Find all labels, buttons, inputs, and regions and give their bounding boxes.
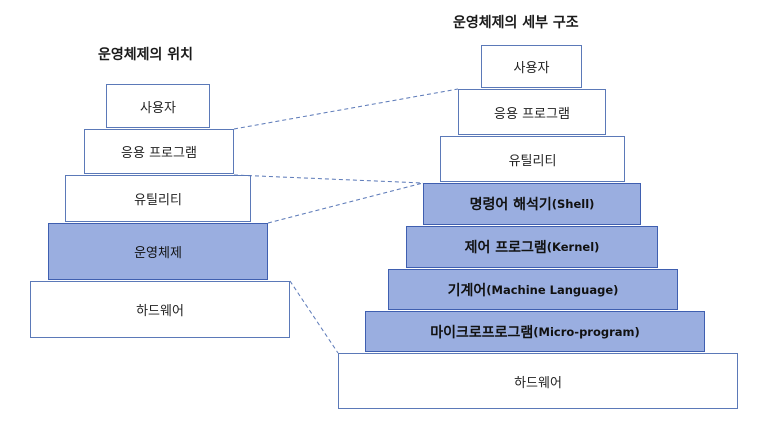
left-layer-os-label: 운영체제 <box>134 246 182 261</box>
right-layer-utility: 유틸리티 <box>440 136 625 182</box>
right-layer-machine: 기계어(Machine Language) <box>388 269 678 310</box>
right-layer-shell-sub: (Shell) <box>551 197 595 211</box>
right-layer-app: 응용 프로그램 <box>458 89 606 135</box>
right-layer-hardware: 하드웨어 <box>338 353 738 409</box>
connector-os-bottom <box>289 280 339 354</box>
right-layer-kernel: 제어 프로그램(Kernel) <box>406 226 658 268</box>
left-layer-app-label: 응용 프로그램 <box>121 146 197 161</box>
right-layer-app-label: 응용 프로그램 <box>494 106 570 122</box>
left-layer-os: 운영체제 <box>48 223 268 280</box>
right-layer-user-label: 사용자 <box>513 61 550 76</box>
right-layer-user: 사용자 <box>481 45 582 88</box>
left-layer-hardware-label: 하드웨어 <box>136 304 184 319</box>
right-layer-utility-label: 유틸리티 <box>508 153 557 169</box>
right-diagram-title: 운영체제의 세부 구조 <box>453 15 579 31</box>
left-layer-user-label: 사용자 <box>140 100 176 116</box>
left-layer-utility-label: 유틸리티 <box>134 193 182 208</box>
connector-shell-top <box>233 174 424 184</box>
left-layer-utility: 유틸리티 <box>65 175 251 222</box>
right-layer-hardware-label: 하드웨어 <box>514 375 562 391</box>
connector-app-top <box>233 88 459 130</box>
right-layer-kernel-label: 제어 프로그램 <box>464 240 547 256</box>
right-layer-micro-label: 마이크로프로그램 <box>430 324 534 341</box>
left-diagram-title: 운영체제의 위치 <box>98 47 194 63</box>
right-layer-kernel-sub: (Kernel) <box>546 240 600 254</box>
left-layer-app: 응용 프로그램 <box>84 129 234 174</box>
right-layer-micro: 마이크로프로그램(Micro-program) <box>365 311 705 352</box>
right-layer-machine-label: 기계어 <box>447 282 487 299</box>
left-layer-user: 사용자 <box>106 84 210 128</box>
right-layer-shell-label: 명령어 해석기 <box>469 197 552 213</box>
right-layer-micro-sub: (Micro-program) <box>533 324 640 339</box>
right-layer-shell: 명령어 해석기(Shell) <box>423 183 641 225</box>
right-layer-machine-sub: (Machine Language) <box>486 282 619 297</box>
connector-os-top <box>267 182 424 224</box>
left-layer-hardware: 하드웨어 <box>30 281 290 338</box>
